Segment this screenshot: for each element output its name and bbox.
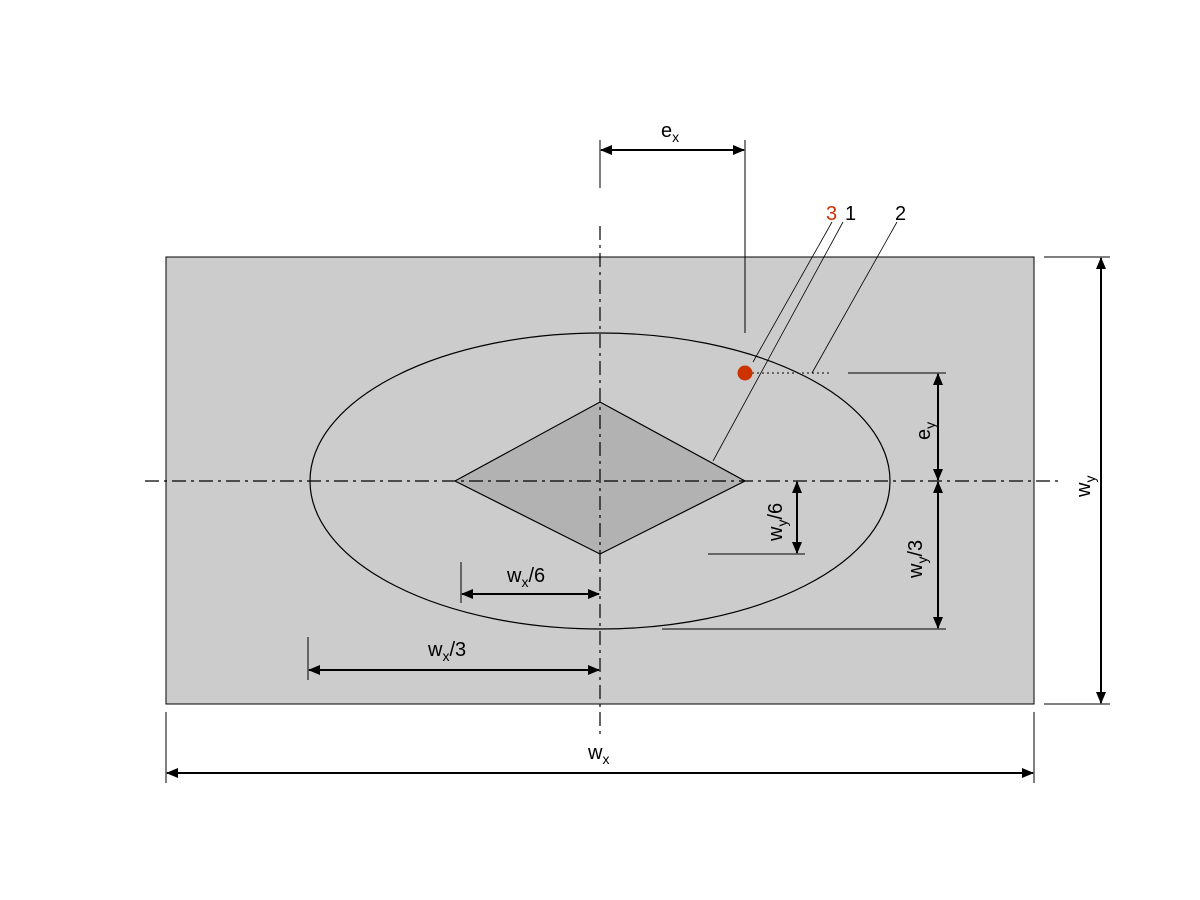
ey-label: ey [913,422,938,440]
wy-label: wy [1073,476,1098,498]
wy6-label: wy/6 [765,503,790,542]
leader-2 [811,221,898,374]
wy3-label: wy/3 [905,540,930,579]
callout-2: 2 [895,203,906,225]
ex-label: ex [661,120,679,145]
wx-label: wx [587,742,609,767]
wx6-label: wx/6 [506,565,545,590]
wx3-label: wx/3 [427,639,466,664]
callout-1: 1 [845,203,856,225]
leader-1 [712,221,844,462]
callout-3: 3 [826,203,837,225]
load-point [737,365,753,381]
leader-3 [752,221,833,363]
